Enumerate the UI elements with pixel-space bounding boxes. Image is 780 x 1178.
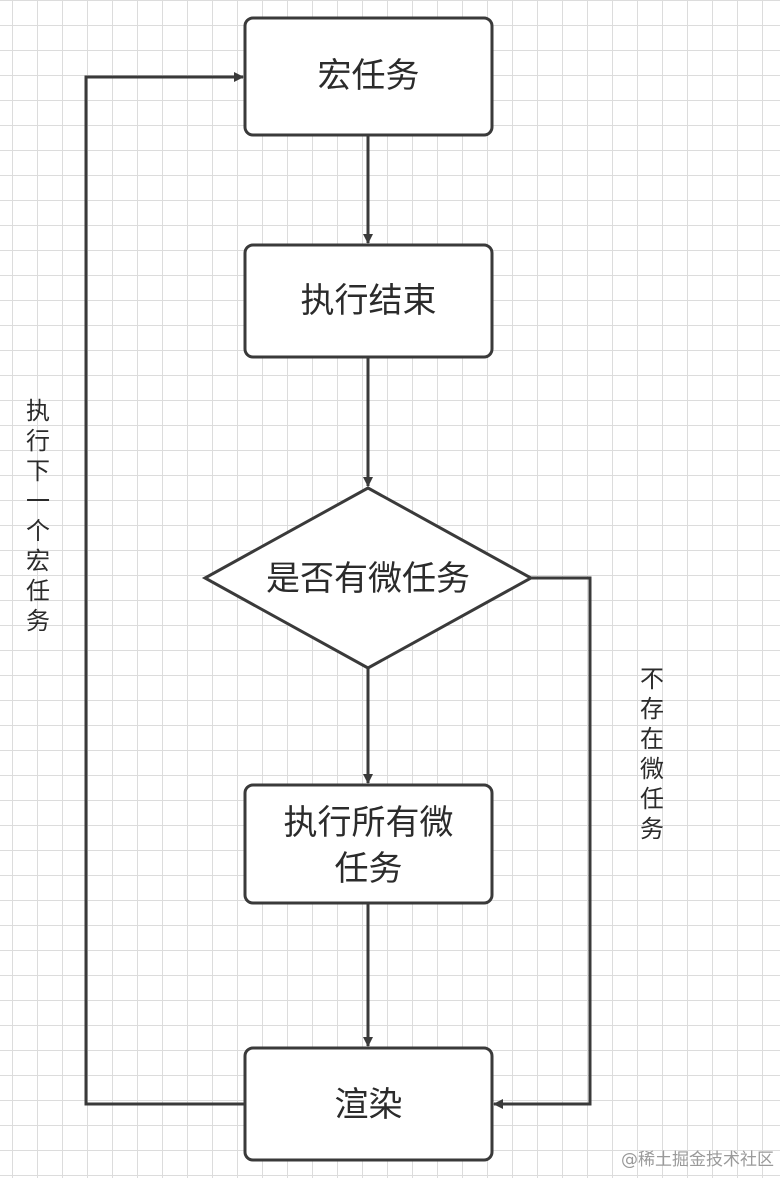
node-decision-diamond: [201, 486, 535, 670]
node-exec-all-label-line2: 任务: [335, 849, 403, 889]
node-decision-label: 是否有微任务: [266, 559, 470, 599]
node-exec-all-label-line1: 执行所有微: [284, 803, 454, 843]
watermark: @稀土掘金技术社区: [621, 1150, 774, 1170]
node-render-label: 渲染: [335, 1085, 403, 1125]
edge-decision-no-to-render: [493, 576, 592, 1109]
node-exec-end-box: [243, 243, 494, 359]
edge-label-next-macrotask: 执行下一个宏任务: [26, 397, 50, 635]
node-macrotask-box: [243, 16, 494, 137]
node-exec-end-label: 执行结束: [301, 281, 437, 321]
edge-label-no-microtask: 不存在微任务: [640, 665, 664, 843]
node-macrotask-label: 宏任务: [318, 56, 420, 96]
edge-render-loop-to-macrotask: [84, 72, 245, 1106]
node-exec-all-box: [243, 783, 494, 905]
